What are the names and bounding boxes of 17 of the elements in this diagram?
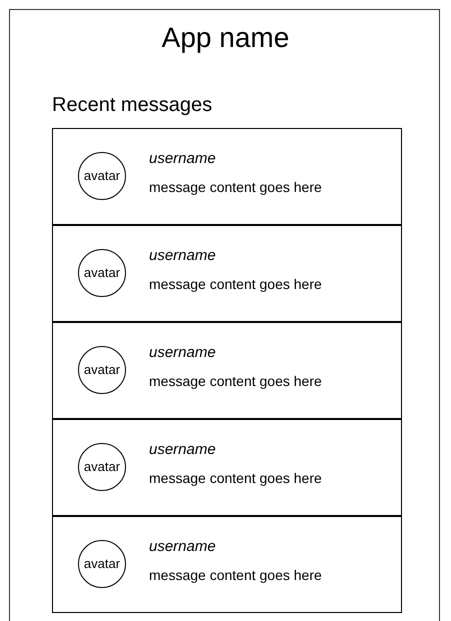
avatar-circle: avatar bbox=[78, 443, 126, 491]
message-text: message content goes here bbox=[149, 276, 322, 292]
avatar-circle: avatar bbox=[78, 152, 126, 200]
section-heading: Recent messages bbox=[52, 94, 212, 117]
username-text: username bbox=[149, 538, 216, 555]
username-text: username bbox=[149, 150, 216, 167]
username-text: username bbox=[149, 441, 216, 458]
avatar-circle: avatar bbox=[78, 346, 126, 394]
username-text: username bbox=[149, 344, 216, 361]
avatar-circle: avatar bbox=[78, 540, 126, 588]
message-text: message content goes here bbox=[149, 470, 322, 486]
message-text: message content goes here bbox=[149, 373, 322, 389]
message-text: message content goes here bbox=[149, 567, 322, 583]
avatar-circle: avatar bbox=[78, 249, 126, 297]
username-text: username bbox=[149, 247, 216, 264]
app-title: App name bbox=[160, 22, 290, 54]
message-text: message content goes here bbox=[149, 179, 322, 195]
